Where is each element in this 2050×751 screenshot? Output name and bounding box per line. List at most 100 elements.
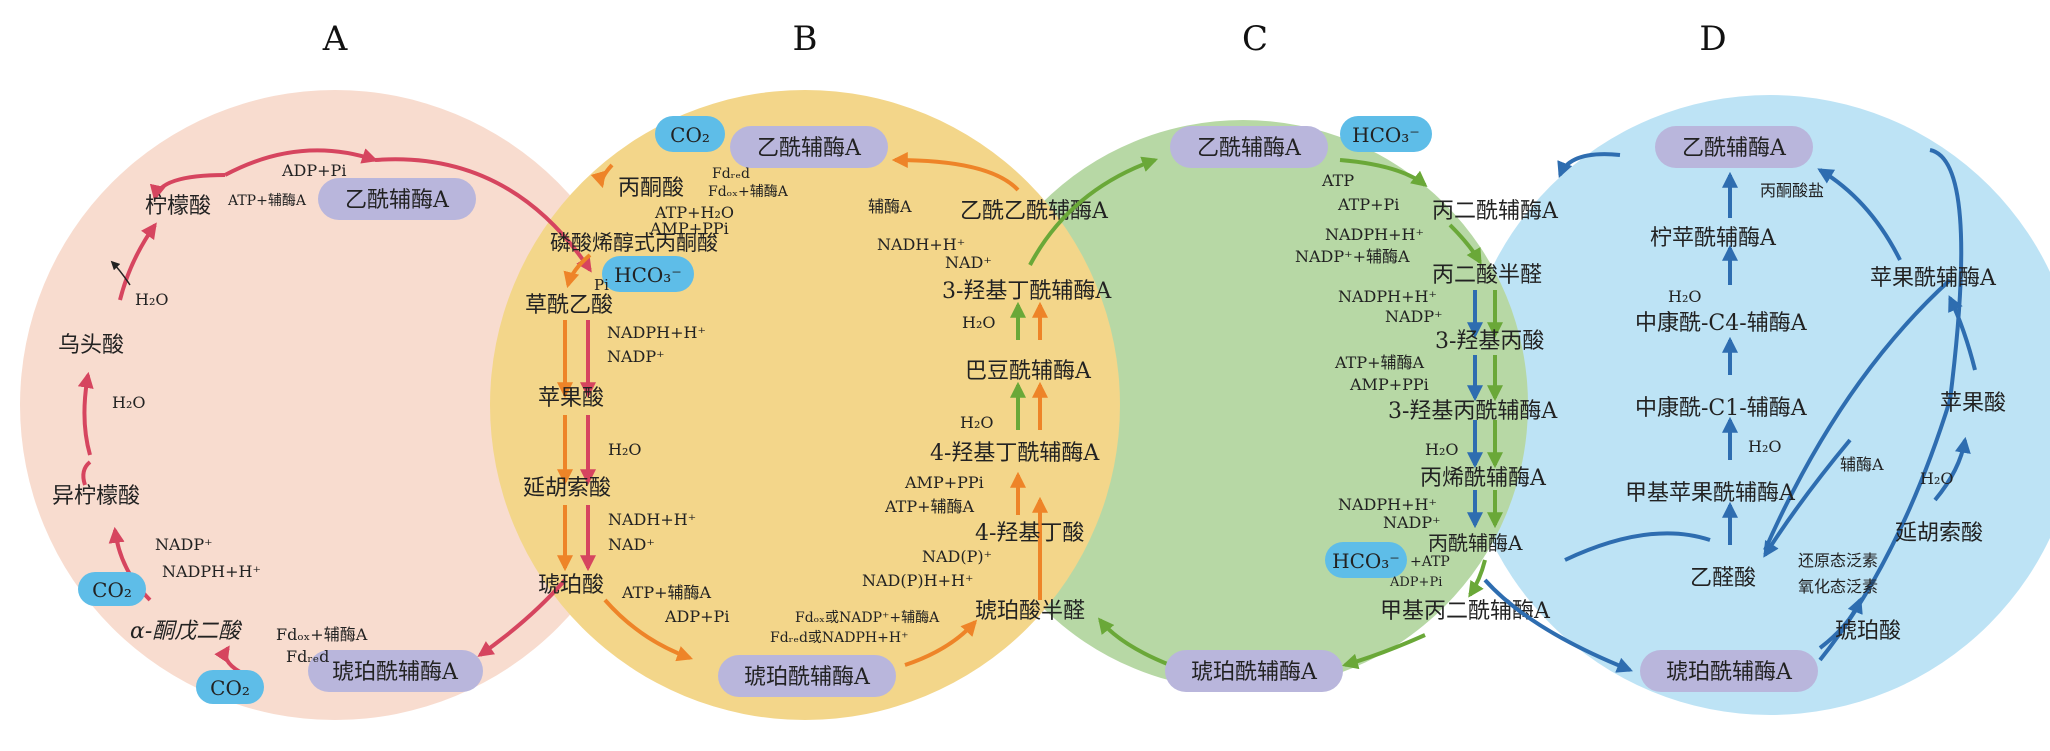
hb-coa-b: 4-羟基丁酰辅酶A bbox=[930, 441, 1100, 466]
amp-ppi2-b: AMP+PPi bbox=[904, 473, 984, 492]
succ-semialdehyde-b: 琥珀酸半醛 bbox=[975, 599, 1085, 624]
panel-a-letter: A bbox=[322, 19, 348, 59]
hydroxybutyrate-b: 4-羟基丁酸 bbox=[975, 521, 1084, 546]
mesaconyl-c4-d: 中康酰-C4-辅酶A bbox=[1635, 311, 1808, 336]
atp-coa-a: ATP+辅酶A bbox=[227, 193, 307, 209]
fdred-a: Fdᵣₑd bbox=[286, 647, 329, 666]
panel-b-background bbox=[490, 90, 1120, 720]
co2-2-a: CO₂ bbox=[210, 676, 250, 700]
acetyl-coa-d: 乙酰辅酶A bbox=[1682, 136, 1787, 161]
panel-d-letter: D bbox=[1699, 19, 1726, 59]
nadph3-c: NADPH+H⁺ bbox=[1338, 495, 1437, 514]
nadph-a: NADPH+H⁺ bbox=[162, 562, 261, 581]
fd-nadp-red-b: Fdᵣₑd或NADPH+H⁺ bbox=[770, 630, 908, 646]
pill-hco3-b bbox=[602, 256, 694, 292]
citrate-a: 柠檬酸 bbox=[145, 194, 211, 219]
nadh2-b: NADH+H⁺ bbox=[877, 235, 965, 254]
malonate-semi-c: 丙二酸半醛 bbox=[1432, 263, 1542, 288]
water-1-d: H₂O bbox=[1668, 287, 1701, 306]
atp-h2o-b: ATP+H₂O bbox=[654, 203, 734, 222]
pill-co2-b bbox=[655, 116, 725, 152]
atp-c: ATP bbox=[1321, 171, 1354, 190]
nadh-b: NADH+H⁺ bbox=[608, 510, 696, 529]
atp-pi-c: ATP+Pi bbox=[1337, 195, 1399, 214]
oxaloacetate-b: 草酰乙酸 bbox=[525, 293, 613, 318]
nad-b: NAD⁺ bbox=[608, 535, 655, 554]
acetyl-coa-b: 乙酰辅酶A bbox=[757, 136, 862, 161]
atp-coa-b: ATP+辅酶A bbox=[621, 583, 712, 602]
adp-pi-b: ADP+Pi bbox=[664, 607, 729, 626]
panel-c: 乙酰辅酶A HCO₃⁻ ATP ATP+Pi 丙二酰辅酶A NADPH+H⁺ N… bbox=[1028, 116, 1559, 692]
akg-a: α-酮戊二酸 bbox=[130, 619, 242, 644]
mesaconyl-c1-d: 中康酰-C1-辅酶A bbox=[1635, 396, 1808, 421]
fumarate-b: 延胡索酸 bbox=[523, 476, 611, 501]
adp-pi-c: ADP+Pi bbox=[1389, 575, 1442, 590]
pill-acetyl-coa-c bbox=[1170, 126, 1328, 168]
glyoxylate-d: 乙醛酸 bbox=[1690, 566, 1756, 591]
adp-pi-a: ADP+Pi bbox=[281, 161, 346, 180]
nadph1-c: NADPH+H⁺ bbox=[1325, 225, 1424, 244]
succinyl-coa-d: 琥珀酰辅酶A bbox=[1666, 660, 1793, 685]
malyl-coa-d: 苹果酰辅酶A bbox=[1870, 266, 1997, 291]
panel-d: 乙酰辅酶A 丙酮酸盐 柠苹酰辅酶A H₂O 中康酰-C4-辅酶A 中康酰-C1-… bbox=[1483, 126, 2006, 692]
citramalyl-coa-d: 柠苹酰辅酶A bbox=[1650, 226, 1777, 251]
acetoacetyl-coa-b: 乙酰乙酰辅酶A bbox=[960, 199, 1109, 224]
pill-succinyl-coa-a bbox=[308, 650, 483, 692]
nadp-coa-c: NADP⁺+辅酶A bbox=[1295, 247, 1410, 266]
nadp2-c: NADP⁺ bbox=[1385, 307, 1443, 326]
acetyl-coa-a: 乙酰辅酶A bbox=[345, 188, 450, 213]
hco3-c: HCO₃⁻ bbox=[1352, 123, 1420, 147]
nadp-a: NADP⁺ bbox=[155, 535, 213, 554]
amp-ppi-c: AMP+PPi bbox=[1349, 375, 1429, 394]
succinyl-coa-a: 琥珀酰辅酶A bbox=[332, 660, 459, 685]
pyruvate-salt-d: 丙酮酸盐 bbox=[1760, 181, 1824, 200]
reduced-q-d: 还原态泛素 bbox=[1798, 551, 1878, 570]
water-3-b: H₂O bbox=[962, 313, 995, 332]
nadph2-c: NADPH+H⁺ bbox=[1338, 287, 1437, 306]
isocitrate-a: 异柠檬酸 bbox=[52, 484, 140, 509]
propionyl-coa-c: 丙酰辅酶A bbox=[1428, 531, 1523, 555]
coa-b: 辅酶A bbox=[868, 197, 912, 216]
hydroxypropionate-c: 3-羟基丙酸 bbox=[1435, 329, 1544, 354]
atp-coa-c: ATP+辅酶A bbox=[1334, 353, 1425, 372]
pep-b: 磷酸烯醇式丙酮酸 bbox=[550, 231, 718, 255]
pill-succinyl-coa-c bbox=[1165, 650, 1343, 692]
fdox-b: Fdₒₓ+辅酶A bbox=[708, 184, 789, 200]
fumarate-d: 延胡索酸 bbox=[1895, 521, 1983, 546]
panel-d-background bbox=[1460, 95, 2050, 715]
pill-co2-2-a bbox=[196, 670, 264, 704]
pill-succinyl-coa-d bbox=[1640, 650, 1818, 692]
water-2-d: H₂O bbox=[1748, 437, 1781, 456]
water-2-b: H₂O bbox=[960, 413, 993, 432]
succinyl-coa-b: 琥珀酰辅酶A bbox=[744, 665, 871, 690]
pill-acetyl-coa-a bbox=[318, 178, 476, 220]
fd-nadp-ox-b: Fdₒₓ或NADP⁺+辅酶A bbox=[795, 610, 940, 626]
crotonyl-coa-b: 巴豆酰辅酶A bbox=[965, 359, 1092, 384]
panel-a: 乙酰辅酶A 柠檬酸 乌头酸 异柠檬酸 α-酮戊二酸 琥珀酰辅酶A H₂O H₂O… bbox=[52, 148, 592, 704]
pill-acetyl-coa-b bbox=[730, 126, 888, 168]
nad2-b: NAD⁺ bbox=[945, 253, 992, 272]
water-1-b: H₂O bbox=[608, 440, 641, 459]
oxidized-q-d: 氧化态泛素 bbox=[1798, 577, 1878, 596]
hco3-2-c: HCO₃⁻ bbox=[1332, 549, 1400, 573]
fdred-b: Fdᵣₑd bbox=[712, 166, 750, 182]
water-2-a: H₂O bbox=[112, 393, 145, 412]
hco3-b: HCO₃⁻ bbox=[614, 263, 682, 287]
pyruvate-b: 丙酮酸 bbox=[618, 176, 684, 201]
pill-hco3-2-c bbox=[1325, 542, 1407, 578]
pill-hco3-c bbox=[1340, 116, 1432, 152]
water-1-a: H₂O bbox=[135, 290, 168, 309]
succinate-b: 琥珀酸 bbox=[538, 573, 604, 598]
nadp-plus-b: NAD(P)⁺ bbox=[922, 547, 992, 566]
nadph-h-b: NAD(P)H+H⁺ bbox=[862, 571, 973, 590]
nadph-b: NADPH+H⁺ bbox=[607, 323, 706, 342]
acetyl-coa-c: 乙酰辅酶A bbox=[1197, 136, 1302, 161]
atp-coa2-b: ATP+辅酶A bbox=[884, 497, 975, 516]
nadp-b: NADP⁺ bbox=[607, 347, 665, 366]
panel-b-letter: B bbox=[793, 19, 818, 59]
malate-d: 苹果酸 bbox=[1940, 391, 2006, 416]
pill-co2-1-a bbox=[78, 572, 146, 606]
methylmalyl-coa-d: 甲基苹果酰辅酶A bbox=[1625, 481, 1796, 506]
